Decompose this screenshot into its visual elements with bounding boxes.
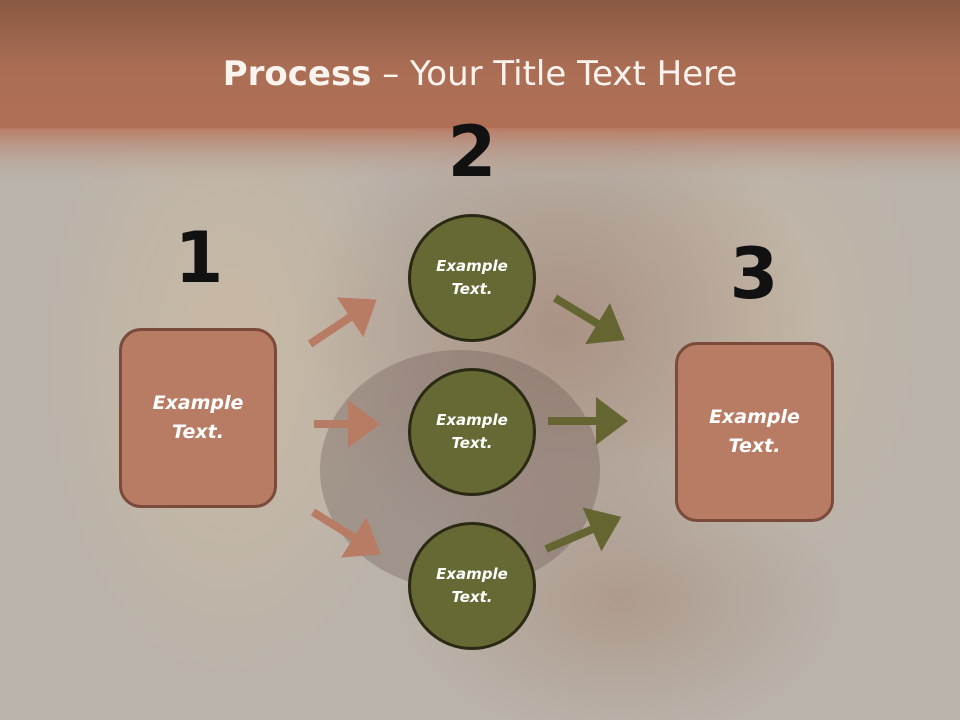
left-text-box[interactable]: Example Text. <box>119 328 277 508</box>
step-number-1: 1 <box>174 217 224 299</box>
circle-bot-label: Example Text. <box>436 565 508 606</box>
title-bold: Process <box>222 54 372 94</box>
circle-top-label: Example Text. <box>436 257 508 298</box>
circle-node-top[interactable]: Example Text. <box>408 214 536 342</box>
circle-mid-label: Example Text. <box>436 411 508 452</box>
title-rest: – Your Title Text Here <box>371 54 738 94</box>
circle-node-bottom[interactable]: Example Text. <box>408 522 536 650</box>
left-box-label: Example Text. <box>152 392 244 443</box>
circle-node-middle[interactable]: Example Text. <box>408 368 536 496</box>
right-box-label: Example Text. <box>709 406 800 457</box>
step-number-3: 3 <box>729 233 779 315</box>
step-number-2: 2 <box>447 111 497 193</box>
slide-title: Process – Your Title Text Here <box>0 52 960 96</box>
right-text-box[interactable]: Example Text. <box>675 342 834 522</box>
